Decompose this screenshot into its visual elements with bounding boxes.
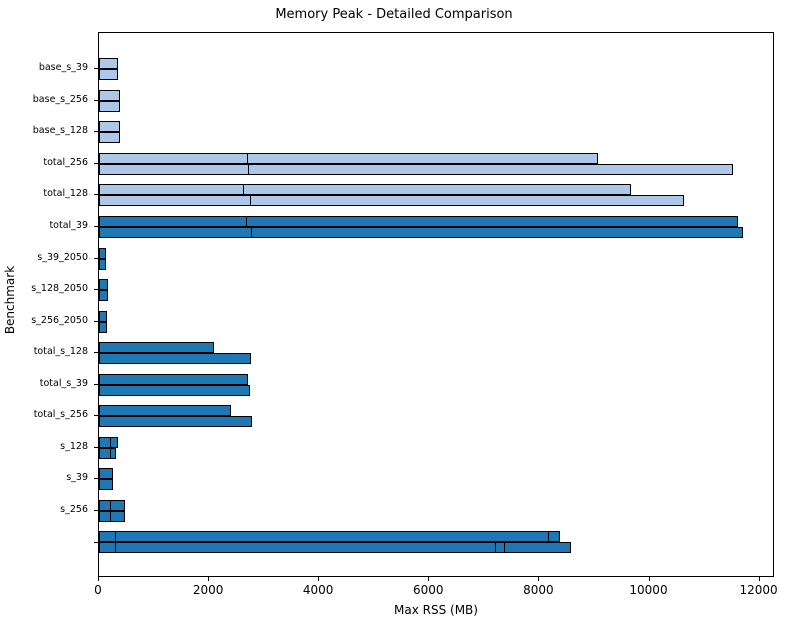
bar-segment [504,542,572,554]
x-tick-mark [208,577,210,581]
y-tick-label: total_s_256 [33,409,88,421]
y-tick-mark [94,162,98,164]
y-tick-mark [94,383,98,385]
x-tick-mark [538,577,540,581]
x-tick-mark [428,577,430,581]
y-tick-mark [94,225,98,227]
bars-layer [99,33,773,576]
bar-segment [110,436,118,448]
bar-segment [110,499,126,511]
bar-segment [99,247,106,259]
y-tick-label: base_s_256 [32,93,88,105]
x-tick-mark [758,577,760,581]
bar-segment [99,479,113,491]
bar-segment [99,132,120,144]
y-tick-label: base_s_39 [38,62,88,74]
y-tick-label: s_128 [60,440,88,452]
bar-segment [99,373,249,385]
y-tick-mark [94,415,98,417]
bar-segment [99,342,215,354]
x-tick-label: 8000 [523,583,554,597]
y-tick-mark [94,131,98,133]
y-tick-label: total_s_39 [39,377,88,389]
y-tick-label: s_128_2050 [31,283,88,295]
bar-segment [99,279,108,291]
y-tick-mark [94,352,98,354]
x-tick-label: 2000 [192,583,224,597]
bar-segment [242,184,631,196]
x-tick-label: 0 [94,583,102,597]
bar-segment [99,69,119,81]
bar-segment [99,353,251,365]
y-tick-mark [94,446,98,448]
x-tick-mark [98,577,99,581]
y-tick-label: s_256 [60,503,88,515]
y-tick-mark [94,99,98,101]
bar-segment [246,152,599,164]
bar-segment [248,163,733,175]
plot-area [98,32,774,577]
bar-segment [99,384,251,396]
y-tick-mark [94,68,98,70]
bar-segment [110,447,117,459]
y-tick-mark [94,289,98,291]
y-tick-mark [94,320,98,322]
x-tick-label: 6000 [413,583,444,597]
bar-segment [548,531,560,543]
y-tick-label: total_s_128 [33,346,88,358]
x-tick-mark [648,577,650,581]
bar-segment [99,405,232,417]
y-tick-label: base_s_128 [32,125,88,137]
bar-segment [99,89,120,101]
y-tick-label: total_256 [43,156,88,168]
bar-segment [245,215,738,227]
bar-segment [99,58,119,70]
bar-segment [99,468,113,480]
y-tick-mark [94,509,98,511]
bar-segment [250,226,744,238]
y-tick-mark [94,541,98,543]
x-tick-label: 10000 [629,583,668,597]
bar-segment [99,310,108,322]
x-tick-label: 4000 [302,583,334,597]
y-tick-label: s_39_2050 [37,251,88,263]
y-tick-mark [94,257,98,259]
y-tick-mark [94,194,98,196]
bar-segment [250,195,685,207]
y-tick-label: s_256_2050 [31,314,88,326]
chart-title: Memory Peak - Detailed Comparison [275,7,513,22]
y-tick-label: s_39 [66,472,88,484]
x-tick-label: 12000 [739,583,778,597]
y-tick-label: total_128 [43,188,88,200]
x-axis-label: Max RSS (MB) [394,603,478,617]
bar-segment [99,290,108,302]
bar-segment [99,321,108,333]
bar-segment [99,100,120,112]
y-tick-mark [94,478,98,480]
bar-segment [99,121,120,133]
bar-segment [99,258,106,270]
bar-segment [110,510,126,522]
y-tick-label: total_39 [49,219,88,231]
bar-segment [99,416,252,428]
x-tick-mark [318,577,320,581]
